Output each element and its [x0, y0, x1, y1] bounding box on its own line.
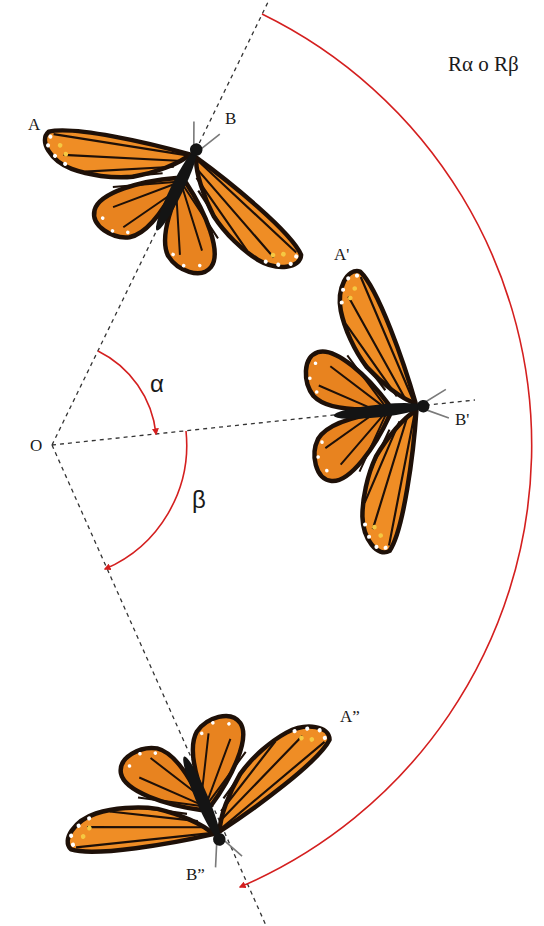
angle-arc: [105, 431, 187, 569]
point-label: B': [455, 411, 469, 428]
point-label: B: [225, 110, 236, 127]
angle-label: α: [150, 372, 164, 396]
angle-label: β: [192, 488, 206, 512]
butterfly: [296, 263, 462, 558]
point-label: A': [334, 246, 349, 263]
angle-arc: [98, 351, 156, 434]
rotation-label: Rα o Rβ: [448, 54, 519, 75]
butterfly: [45, 680, 359, 917]
point-label: B”: [186, 866, 205, 883]
rotation-arc: [240, 14, 532, 887]
butterfly: [20, 66, 334, 314]
center-label: O: [30, 437, 42, 454]
point-label: A”: [340, 708, 360, 725]
point-label: A: [28, 116, 40, 133]
